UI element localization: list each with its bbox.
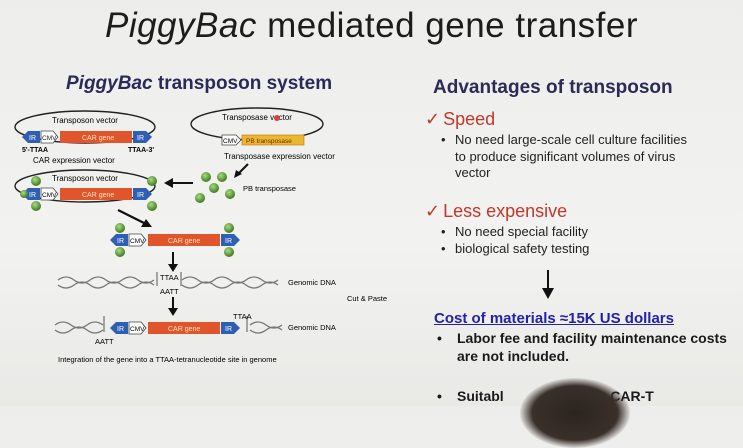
- piggybac-diagram: Transposon vector IR CMV CAR gene IR 5'-…: [14, 107, 387, 364]
- ir-left-1: [22, 131, 40, 143]
- title-rest: mediated gene transfer: [256, 6, 639, 45]
- pb-transposase-label: PB transposase: [246, 138, 292, 145]
- cmv-label-4: CMV: [130, 326, 145, 333]
- expense-title: Less expensive: [443, 201, 568, 221]
- cmv-label-3: CMV: [130, 238, 145, 245]
- transposon-vector-label-1: Transposon vector: [52, 116, 118, 125]
- ir-label-2a: IR: [29, 192, 36, 199]
- cmv-label-2: CMV: [42, 192, 57, 199]
- check-icon: ✓: [425, 201, 441, 221]
- ir-label-3b: IR: [225, 238, 232, 245]
- marker-dot: [274, 115, 280, 121]
- cmv-label-1: CMV: [42, 135, 57, 142]
- integration-caption: Integration of the gene into a TTAA-tetr…: [58, 355, 277, 364]
- ir-label-1b: IR: [137, 135, 144, 142]
- transposon-with-transposase: Transposon vector IR CMV CAR gene IR: [14, 169, 157, 211]
- left-panel-heading: PiggyBac transposon system: [66, 73, 332, 95]
- expense-bullet-1: No need special facility: [441, 224, 589, 241]
- expense-bullets: No need special facility biological safe…: [425, 224, 589, 257]
- genomic-dna-1: TTAA AATT Genomic DNA: [57, 272, 336, 296]
- ir-right-1: [133, 131, 152, 143]
- ir-label-1a: IR: [29, 135, 36, 142]
- pb-transposase-beads: PB transposase: [195, 172, 296, 203]
- speed-bullet-1: No need large-scale cell culture facilit…: [441, 132, 695, 182]
- audience-head-silhouette: [520, 378, 630, 448]
- transposase-expression-vector-label: Transposase expression vector: [224, 152, 335, 161]
- ir-label-3a: IR: [117, 238, 124, 245]
- right-panel-heading: Advantages of transposon: [433, 77, 673, 98]
- transposase-vector-label: Transposase vector: [222, 113, 292, 122]
- cmv-box-1: [40, 130, 59, 144]
- car-gene-label-1: CAR gene: [82, 135, 114, 142]
- aatt-label-1: AATT: [160, 287, 179, 296]
- expense-heading: ✓Less expensive: [425, 201, 589, 222]
- speed-bullets: No need large-scale cell culture facilit…: [425, 132, 695, 182]
- car-expression-vector-label: CAR expression vector: [33, 156, 115, 165]
- slide-title: PiggyBac mediated gene transfer: [0, 6, 743, 46]
- aatt-label-2: AATT: [95, 337, 114, 346]
- cost-of-materials: Cost of materials ≈15K US dollars: [434, 310, 674, 327]
- genomic-dna-label-2: Genomic DNA: [288, 323, 336, 332]
- ir-label-4b: IR: [225, 326, 232, 333]
- speed-title: Speed: [443, 109, 496, 129]
- transposase-expression-vector: Transposase vector CMV PB transposase Tr…: [190, 107, 335, 178]
- genomic-dna-label-1: Genomic DNA: [288, 278, 336, 287]
- pb-transposase-box: [241, 134, 305, 146]
- expense-section: ✓Less expensive No need special facility…: [425, 201, 589, 257]
- ir-label-2b: IR: [137, 192, 144, 199]
- car-gene-label-3: CAR gene: [168, 238, 200, 245]
- car-gene-label-4: CAR gene: [168, 326, 200, 333]
- left-heading-rest: transposon system: [152, 73, 333, 94]
- ttaa-label-2: TTAA: [233, 312, 252, 321]
- expense-bullet-2: biological safety testing: [441, 241, 589, 258]
- cost-note-1: Labor fee and facility maintenance costs…: [437, 329, 743, 365]
- car-gene-label-2: CAR gene: [82, 192, 114, 199]
- ttaa-label-1: TTAA: [160, 273, 179, 282]
- genomic-dna-2: IR CMV CAR gene IR TTAA AATT Genomic DNA: [54, 312, 336, 346]
- title-italic: PiggyBac: [104, 6, 257, 45]
- ttaa-3-label: TTAA-3': [128, 147, 154, 154]
- car-gene-box-1: [60, 131, 132, 143]
- check-icon: ✓: [425, 109, 441, 129]
- speed-section: ✓Speed No need large-scale cell culture …: [425, 109, 695, 182]
- ttaa-5-label: 5'-TTAA: [22, 147, 48, 154]
- ir-label-4a: IR: [117, 326, 124, 333]
- cmv-box-pb: [221, 134, 242, 146]
- excised-transposon: IR CMV CAR gene IR: [110, 223, 240, 257]
- left-heading-italic: PiggyBac: [66, 73, 153, 94]
- cut-paste-label: Cut & Paste: [347, 294, 387, 303]
- cmv-label-pb: CMV: [223, 138, 238, 145]
- car-expression-vector: Transposon vector IR CMV CAR gene IR 5'-…: [14, 110, 156, 165]
- down-arrow-icon: [542, 270, 554, 299]
- pb-transposase-caption: PB transposase: [243, 184, 296, 193]
- transposon-vector-label-2: Transposon vector: [52, 174, 118, 183]
- speed-heading: ✓Speed: [425, 109, 695, 130]
